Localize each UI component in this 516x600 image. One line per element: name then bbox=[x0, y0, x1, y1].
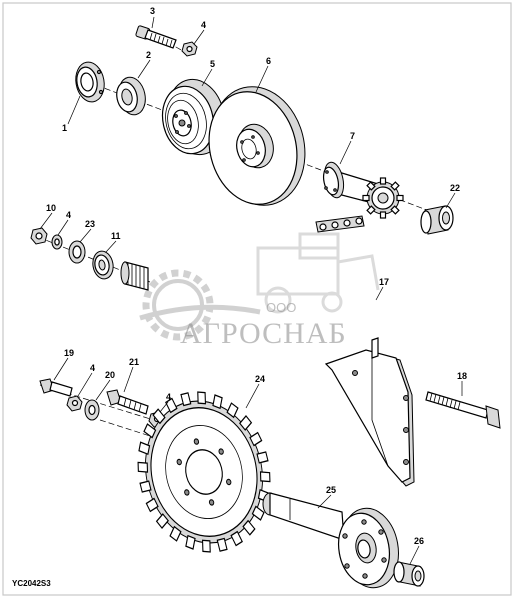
callout-4-bottom-left: 4 bbox=[90, 363, 95, 373]
part-18-bolt bbox=[425, 391, 501, 429]
part-11-washer bbox=[92, 250, 114, 280]
part-4-nut-bottom-left bbox=[66, 395, 83, 412]
chain-segment bbox=[315, 215, 365, 233]
callout-23: 23 bbox=[85, 219, 95, 229]
part-23-ring bbox=[68, 240, 86, 264]
callout-24: 24 bbox=[255, 374, 265, 384]
watermark-prefix: ООО bbox=[266, 300, 296, 315]
part-26-bushing bbox=[393, 561, 425, 587]
callout-20: 20 bbox=[105, 370, 115, 380]
watermark-gear-icon bbox=[139, 269, 261, 341]
callout-4: 4 bbox=[201, 20, 206, 30]
part-4-nut-top bbox=[181, 41, 198, 57]
callout-2: 2 bbox=[146, 50, 151, 60]
callout-19: 19 bbox=[64, 348, 74, 358]
watermark: ООО АГРОСНАБ bbox=[139, 232, 380, 350]
callout-26: 26 bbox=[414, 536, 424, 546]
part-4-washer-middle bbox=[51, 234, 63, 250]
callout-4-bottom-right: 4 bbox=[166, 392, 171, 402]
splined-shaft-end bbox=[120, 261, 149, 291]
part-17-bracket bbox=[324, 337, 415, 487]
part-3-bolt bbox=[135, 25, 177, 49]
callout-18: 18 bbox=[457, 371, 467, 381]
callout-10: 10 bbox=[46, 203, 56, 213]
callout-5: 5 bbox=[210, 59, 215, 69]
leader-lines bbox=[39, 16, 463, 565]
watermark-name: АГРОСНАБ bbox=[180, 317, 347, 350]
callout-21: 21 bbox=[129, 357, 139, 367]
part-10-nut bbox=[30, 227, 48, 245]
part-22-bushing bbox=[420, 205, 454, 235]
callout-17: 17 bbox=[379, 277, 389, 287]
part-1-flange-ring bbox=[75, 61, 105, 103]
callout-1: 1 bbox=[62, 123, 67, 133]
part-6-disc bbox=[208, 86, 306, 206]
part-2-bearing bbox=[116, 76, 146, 116]
watermark-combine-icon bbox=[256, 232, 380, 314]
callout-6: 6 bbox=[266, 56, 271, 66]
part-19-bolt bbox=[39, 378, 73, 397]
callout-4-middle: 4 bbox=[66, 210, 71, 220]
part-7-shaft-sprocket bbox=[322, 161, 404, 219]
callout-labels: 3 4 2 5 6 1 7 22 10 4 23 11 17 18 19 4 2… bbox=[46, 6, 467, 546]
drawing-code: YC2042S3 bbox=[12, 579, 51, 588]
part-24-large-sprocket bbox=[137, 391, 271, 553]
diagram-frame bbox=[2, 2, 512, 596]
callout-11: 11 bbox=[111, 231, 121, 241]
part-25-hub-shaft bbox=[262, 492, 399, 589]
callout-3: 3 bbox=[150, 6, 155, 16]
callout-22: 22 bbox=[450, 183, 460, 193]
part-21-bolt bbox=[106, 389, 149, 415]
callout-7: 7 bbox=[350, 131, 355, 141]
part-20-lock-washer bbox=[84, 399, 100, 421]
callout-25: 25 bbox=[326, 485, 336, 495]
